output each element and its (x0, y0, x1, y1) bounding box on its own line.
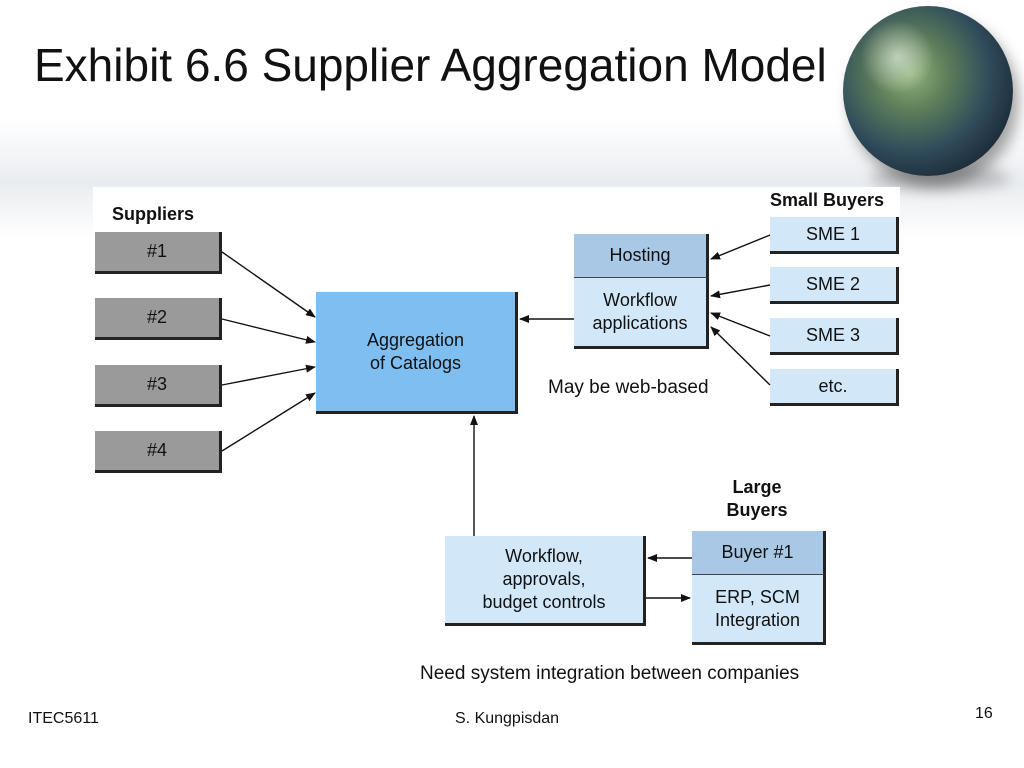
workflow-apps-line-1: Workflow (603, 290, 677, 310)
arrow-sme1-to-hosting (710, 234, 771, 260)
web-based-note: May be web-based (548, 377, 709, 398)
arrow-supplier1-to-aggregation (221, 251, 316, 318)
arrow-sme2-to-workflow (710, 284, 771, 299)
suppliers-heading: Suppliers (112, 204, 195, 224)
workflow-controls-line-2: approvals, (502, 569, 586, 589)
erp-line-2: Integration (714, 609, 801, 630)
footer-page-number: 16 (975, 705, 993, 722)
supplier-box-4: #4 (95, 431, 222, 473)
sme-box-2: SME 2 (770, 267, 899, 304)
supplier-box-2: #2 (95, 298, 222, 340)
slide-title: Exhibit 6.6 Supplier Aggregation Model (34, 39, 827, 91)
hosting-box: Hosting (574, 234, 709, 278)
footer-author: S. Kungpisdan (455, 710, 560, 727)
integration-note: Need system integration between companie… (420, 663, 800, 684)
workflow-controls-line-1: Workflow, (505, 546, 583, 566)
small-buyers-heading: Small Buyers (770, 190, 885, 210)
sme-box-3: SME 3 (770, 318, 899, 355)
large-buyers-line-1: Large (732, 477, 782, 497)
aggregation-line-2: of Catalogs (369, 352, 462, 373)
workflow-applications-box: Workflow applications (574, 278, 709, 349)
arrow-supplier4-to-aggregation (221, 392, 316, 452)
erp-line-1: ERP, SCM (715, 586, 800, 607)
globe-image (843, 6, 1013, 176)
supplier-box-3: #3 (95, 365, 222, 407)
footer-course: ITEC5611 (28, 710, 99, 727)
sme-box-1: SME 1 (770, 217, 899, 254)
arrow-etc-to-workflow (710, 326, 771, 386)
aggregation-line-1: Aggregation (366, 329, 465, 350)
workflow-controls-line-3: budget controls (482, 592, 606, 612)
sme-box-etc: etc. (770, 369, 899, 406)
arrow-sme3-to-workflow (710, 312, 771, 337)
buyer1-box: Buyer #1 (692, 531, 826, 575)
erp-scm-box: ERP, SCM Integration (692, 575, 826, 645)
arrow-supplier2-to-aggregation (221, 318, 316, 344)
large-buyers-heading: Large Buyers (712, 476, 802, 522)
aggregation-box: Aggregation of Catalogs (316, 292, 518, 414)
large-buyers-line-2: Buyers (726, 500, 788, 520)
arrow-supplier3-to-aggregation (221, 364, 316, 386)
workflow-apps-line-2: applications (592, 313, 688, 333)
supplier-box-1: #1 (95, 232, 222, 274)
workflow-controls-box: Workflow, approvals, budget controls (445, 536, 646, 626)
